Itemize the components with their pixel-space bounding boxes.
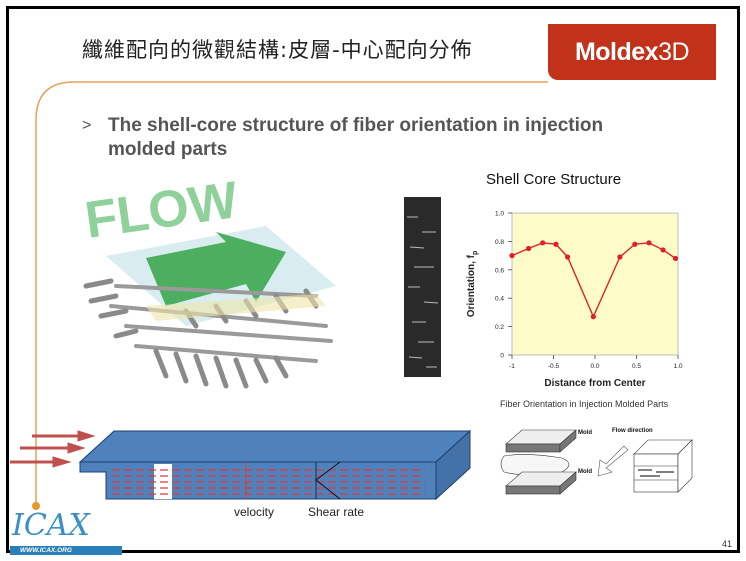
data-point xyxy=(632,241,638,247)
y-axis-label: Orientation, fp xyxy=(466,251,479,318)
data-point xyxy=(565,254,571,260)
x-tick-label: 0.5 xyxy=(632,363,641,370)
y-tick-label: 0 xyxy=(500,353,504,360)
data-point xyxy=(660,247,666,253)
logo-main-text: Moldex xyxy=(574,37,659,66)
flow-direction-label: Flow direction xyxy=(612,428,653,434)
mold-label-top: Mold xyxy=(578,430,592,436)
icax-logo-text: ICAX xyxy=(12,508,90,543)
y-tick-label: 0.8 xyxy=(495,239,504,246)
flow-velocity-diagram xyxy=(10,429,472,501)
plot-area xyxy=(511,212,679,356)
y-tick-label: 1.0 xyxy=(495,211,504,218)
x-axis-label: Distance from Center xyxy=(544,378,646,389)
x-tick-label: -1 xyxy=(509,363,515,370)
data-point xyxy=(617,254,623,260)
fiber-flow-illustration: FLOW xyxy=(82,176,336,389)
data-point xyxy=(526,245,532,252)
bullet-text: The shell-core structure of fiber orient… xyxy=(108,115,604,160)
velocity-label: velocity xyxy=(234,505,275,519)
data-point xyxy=(553,241,559,247)
x-tick-label: -0.5 xyxy=(548,363,560,370)
y-tick-label: 0.6 xyxy=(495,267,504,274)
shear-rate-label: Shear rate xyxy=(308,505,365,519)
x-tick-label: 1.0 xyxy=(673,363,682,370)
inflow-arrows xyxy=(10,430,96,468)
data-point xyxy=(646,240,652,246)
x-tick-label: 0.0 xyxy=(590,363,599,370)
slide-title: 纖維配向的微觀結構:皮層-中心配向分佈 xyxy=(82,38,473,62)
data-point xyxy=(672,255,679,262)
page-number: 41 xyxy=(722,539,733,549)
mold-label-bottom: Mold xyxy=(578,469,592,475)
data-point xyxy=(590,314,596,320)
y-axis-label-subscript: p xyxy=(472,251,479,255)
data-point xyxy=(509,253,515,259)
icax-url: WWW.ICAX.ORG xyxy=(10,546,122,555)
y-tick-label: 0.4 xyxy=(495,296,504,303)
mold-flow-diagram xyxy=(500,429,693,495)
data-point xyxy=(540,240,546,246)
y-tick-label: 0.2 xyxy=(495,324,504,331)
bullet-marker: > xyxy=(82,117,92,134)
logo-suffix-text: 3D xyxy=(658,37,690,66)
fiber-micrograph xyxy=(404,197,441,377)
chart-title: Shell Core Structure xyxy=(486,171,622,188)
chart-caption: Fiber Orientation in Injection Molded Pa… xyxy=(500,399,669,409)
